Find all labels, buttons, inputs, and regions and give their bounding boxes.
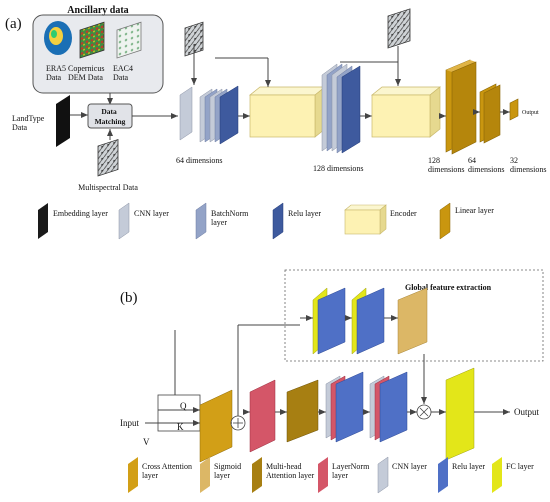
linear-layer-128 (445, 59, 477, 155)
global-feature-box (284, 269, 544, 362)
copernicus-dem-image (79, 21, 105, 59)
ln-cnn-relu-block-1 (325, 371, 364, 443)
data-matching-box: Data Matching (87, 103, 133, 129)
landtype-label: LandType Data (12, 114, 46, 132)
linear-layer-32 (509, 98, 519, 121)
cnn-block-128 (321, 63, 361, 154)
legend-b-cnn: CNN layer (392, 462, 427, 471)
ancillary-data-title: Ancillary data (67, 5, 128, 16)
legend-b-cross-attention: Cross Attention layer (142, 462, 194, 480)
legend-b: Cross Attention layer Sigmoid layer Mult… (128, 456, 534, 494)
linear-layer-64 (479, 83, 501, 144)
svg-text:Data Matching: Data Matching (95, 107, 126, 126)
cnn-block-64 (179, 85, 239, 145)
ln-cnn-relu-block-2 (369, 371, 408, 443)
dim-label-128b: 128 dimensions (428, 156, 464, 174)
legend-a-linear: Linear layer (455, 206, 494, 215)
ancillary-data-box: Ancillary data ERA5 Data Copernicus DEM … (32, 5, 164, 94)
multihead-attention-block (286, 379, 319, 443)
cross-attention-block (199, 389, 233, 463)
legend-b-relu: Relu layer (452, 462, 485, 471)
legend-b-fc: FC layer (506, 462, 534, 471)
legend-a-encoder-swatch (344, 204, 387, 235)
legend-b-layernorm: LayerNorm layer (332, 462, 371, 480)
landtype-embedding (56, 95, 70, 147)
output-label-a: Output (522, 110, 539, 116)
multispectral-label: Multispectral Data (78, 183, 138, 192)
dim-label-32: 32 dimensions (510, 156, 546, 174)
fc-layer-block (445, 367, 475, 461)
global-block-1 (312, 287, 346, 355)
global-block-2 (351, 287, 385, 355)
dim-label-128: 128 dimensions (313, 164, 363, 173)
legend-b-multihead: Multi-head Attention layer (266, 462, 315, 480)
encoder-1 (249, 86, 326, 138)
legend-a-encoder: Encoder (390, 209, 417, 218)
panel-a-label: (a) (5, 16, 22, 32)
layernorm-block-1 (249, 379, 276, 453)
dim-label-64b: 64 dimensions (468, 156, 504, 174)
input-label: Input (120, 418, 139, 428)
panel-b-label: (b) (120, 290, 138, 306)
v-label: V (143, 437, 150, 447)
legend-b-sigmoid: Sigmoid layer (214, 462, 243, 480)
q-label: Q (180, 401, 187, 411)
multispectral-image (97, 138, 119, 177)
add-op-1 (230, 415, 246, 431)
k-label: K (177, 422, 184, 432)
dim-label-64: 64 dimensions (176, 156, 222, 165)
legend-a-batchnorm: BatchNorm layer (211, 209, 250, 227)
satellite-image-top-2 (387, 8, 411, 49)
multiply-op (416, 404, 432, 420)
ancillary-label-eac4: EAC4 Data (113, 64, 135, 82)
ancillary-label-era5: ERA5 Data (46, 64, 68, 82)
output-label-b: Output (514, 407, 540, 417)
encoder-2 (371, 86, 441, 138)
ancillary-label-dem: Copernicus DEM Data (68, 64, 106, 82)
legend-a-relu: Relu layer (288, 209, 321, 218)
legend-a-embedding: Embedding layer (53, 209, 108, 218)
eac4-image (116, 21, 142, 59)
legend-a: Embedding layer CNN layer BatchNorm laye… (38, 202, 494, 240)
global-feature-label: Global feature extraction (405, 283, 492, 292)
era5-image (44, 21, 72, 55)
legend-a-cnn: CNN layer (134, 209, 169, 218)
global-block-sigmoid (397, 287, 428, 355)
